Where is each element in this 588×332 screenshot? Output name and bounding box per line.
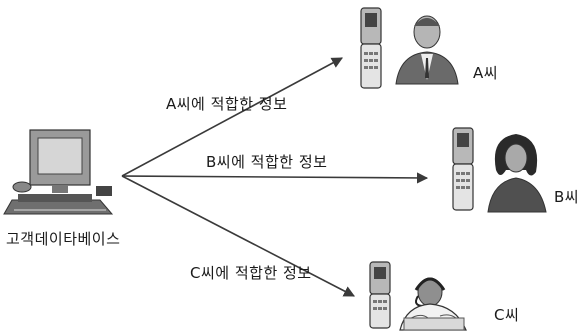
- arrow-label-c: C씨에 적합한 정보: [190, 264, 312, 282]
- flip-phone-icon: [369, 261, 391, 329]
- arrow-label-b: B씨에 적합한 정보: [206, 153, 328, 171]
- recipient-name-b: B씨: [554, 188, 580, 206]
- recipient-name-a: A씨: [473, 64, 499, 82]
- database-label: 고객데이타베이스: [6, 230, 121, 248]
- woman-portrait-icon: [487, 134, 547, 213]
- arrow-to-a: [121, 57, 343, 177]
- recipient-name-c: C씨: [494, 306, 520, 324]
- man-with-headset-icon: [399, 277, 467, 331]
- flip-phone-icon: [360, 7, 382, 89]
- arrow-to-b: [121, 172, 429, 184]
- arrow-to-c: [121, 175, 355, 297]
- arrow-label-a: A씨에 적합한 정보: [166, 95, 288, 113]
- flip-phone-icon: [452, 127, 474, 211]
- computer-icon: [3, 129, 114, 215]
- man-portrait-icon: [395, 15, 459, 85]
